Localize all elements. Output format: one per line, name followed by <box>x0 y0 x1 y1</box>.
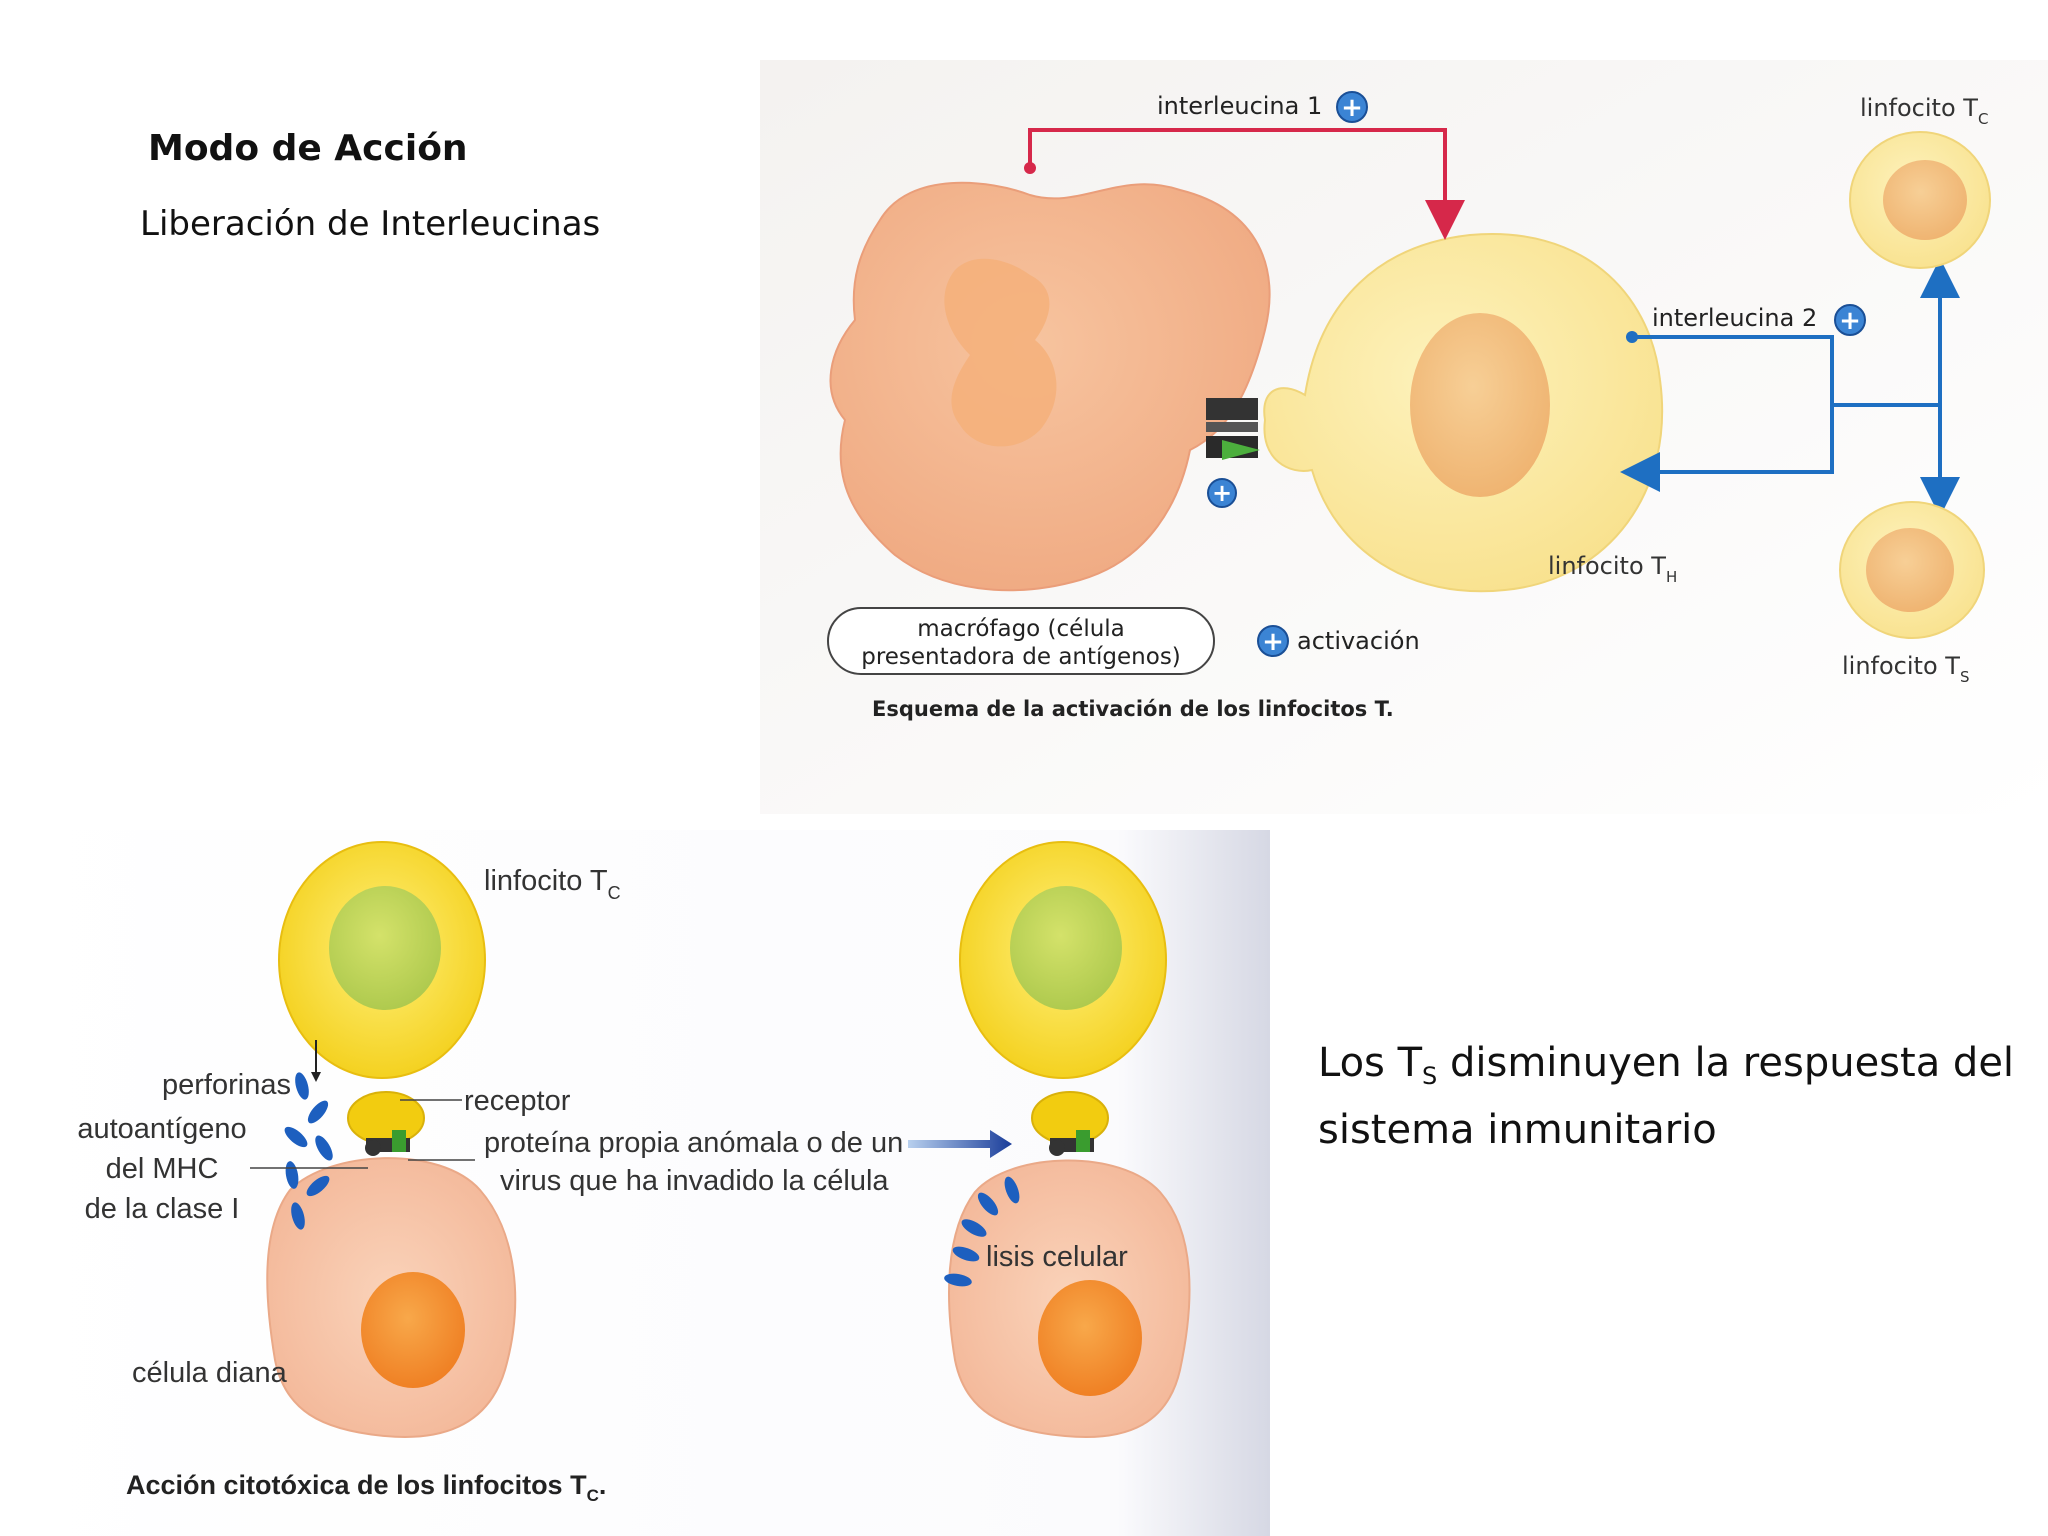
svg-text:+: + <box>1212 479 1232 507</box>
receptor-label: receptor <box>464 1085 571 1117</box>
activation-legend-plus-icon: + <box>1257 625 1289 657</box>
interleucina2-plus-icon: + <box>1834 304 1866 336</box>
figure-cytotoxic-diagram: linfocito TC perforinas receptor autoant… <box>0 830 1270 1536</box>
anomalous-protein-right <box>1076 1130 1090 1152</box>
perforins-left <box>284 1072 333 1230</box>
activation-plus-icon: + <box>1207 478 1237 508</box>
perforins-right <box>944 1176 1020 1287</box>
target-nucleus-right <box>1038 1280 1142 1396</box>
macrophage-label-line2: presentadora de antígenos) <box>861 644 1181 670</box>
interleucina1-arrow <box>1028 128 1465 240</box>
interleucina1-plus-icon: + <box>1336 91 1368 123</box>
tc-nucleus-left <box>329 886 441 1010</box>
celula-diana-label: célula diana <box>132 1357 288 1389</box>
receptor-right <box>1031 1091 1109 1145</box>
proteina-line2: virus que ha invadido la célula <box>500 1165 889 1197</box>
ts-note-line1: Los TS disminuyen la respuesta del <box>1318 1040 2015 1090</box>
tc-nucleus-right <box>1010 886 1122 1010</box>
figure1-caption: Esquema de la activación de los linfocit… <box>872 697 1394 721</box>
lisis-celular-label: lisis celular <box>986 1241 1128 1273</box>
tc-label-left: linfocito TC <box>484 865 621 903</box>
proteina-line1: proteína propia anómala o de un <box>484 1127 903 1159</box>
anomalous-protein-left <box>392 1130 406 1152</box>
figure2-caption: Acción citotóxica de los linfocitos TC. <box>126 1470 606 1505</box>
autoantigeno-line3: de la clase I <box>85 1193 240 1225</box>
svg-text:+: + <box>1839 306 1861 336</box>
perforinas-label: perforinas <box>162 1069 291 1101</box>
slide-subtitle: Liberación de Interleucinas <box>140 204 601 244</box>
macrophage-nucleus <box>944 258 1057 447</box>
ts-note-line2: sistema inmunitario <box>1318 1107 1717 1153</box>
interleucina2-label: interleucina 2 <box>1652 304 1817 332</box>
autoantigeno-line2: del MHC <box>106 1153 219 1185</box>
tc-lymphocyte-nucleus <box>1883 160 1967 240</box>
mhc-molecule <box>1206 398 1258 420</box>
figure-activation-diagram: + interleucina 1 + interleucina 2 + linf… <box>760 60 2048 814</box>
antigen-marker <box>1222 440 1260 460</box>
macrophage-label-line1: macrófago (célula <box>917 616 1125 642</box>
th-lymphocyte-nucleus <box>1410 313 1550 497</box>
macrophage-label-box <box>827 607 1215 675</box>
ts-lymphocyte-nucleus <box>1866 528 1954 612</box>
target-nucleus-left <box>361 1272 465 1388</box>
tc-label: linfocito TC <box>1860 94 1988 128</box>
activation-label: activación <box>1297 627 1420 655</box>
svg-text:+: + <box>1262 627 1284 657</box>
autoantigeno-line1: autoantígeno <box>77 1113 246 1145</box>
slide-title: Modo de Acción <box>148 128 468 169</box>
ts-note: Los TS disminuyen la respuesta del siste… <box>1318 1036 2014 1157</box>
transition-arrow <box>908 1130 1012 1158</box>
svg-text:+: + <box>1341 93 1363 123</box>
th-label: linfocito TH <box>1548 552 1677 586</box>
ts-label: linfocito TS <box>1842 652 1969 686</box>
interleucina1-label: interleucina 1 <box>1157 92 1322 120</box>
